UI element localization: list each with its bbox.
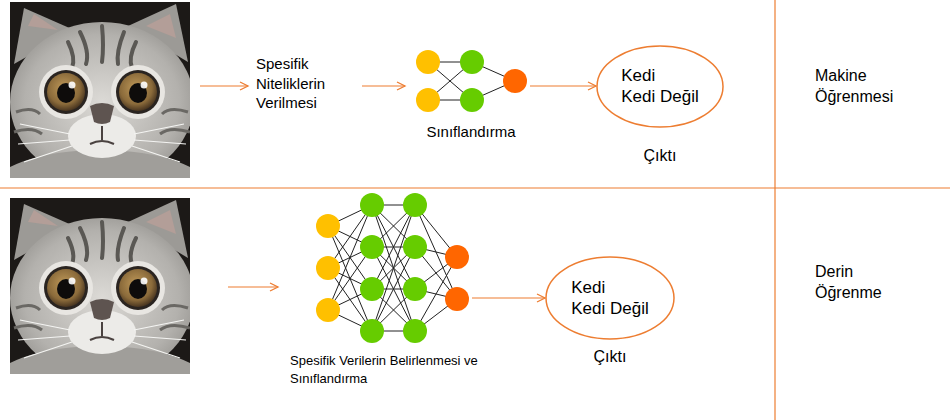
node-inner: KediKedi Değil [545,256,675,340]
flow-arrow [200,85,248,86]
flow-arrow [472,297,545,298]
output-ellipse: KediKedi DeğilÇıktı [545,256,675,340]
ellipse-outline [545,256,675,340]
input-neuron [316,298,340,322]
method-label: Derin Öğrenme [815,262,915,304]
ellipse-outline [546,257,674,339]
node-text-stack: KediKedi Değil [571,277,649,320]
node-caption: Çıktı [594,346,627,368]
hidden-neuron [403,277,427,301]
method-label: Spesifik Niteliklerin Verilmesi [256,54,356,113]
hidden-neuron [360,193,384,217]
hidden-neuron [460,88,484,112]
node-caption: Çıktı [644,145,677,167]
hidden-neuron [360,277,384,301]
cat-photo [0,198,210,420]
hidden-neuron [403,235,427,259]
hidden-neuron [403,193,427,217]
input-neuron [416,50,440,74]
node-text-stack: KediKedi Değil [621,65,699,108]
hidden-neuron [360,235,384,259]
node-inner [414,48,528,114]
network-block: Spesifik Verilerin Belirlenmesi ve Sınıf… [314,192,470,344]
network-wire [372,205,415,331]
flow-arrow [228,286,278,287]
network-wire [372,205,415,331]
divider-line [774,0,775,420]
node-caption: Sınıflandırma [426,122,515,142]
input-neuron [416,88,440,112]
flow-arrow [530,85,596,86]
flow-arrow [362,85,405,86]
hidden-neuron [360,319,384,343]
network-block: Sınıflandırma [414,48,528,114]
network-wires [328,62,515,331]
node-inner [314,192,470,344]
node-inner: KediKedi Değil [596,45,724,128]
output-neuron [503,69,527,93]
ellipse-outline [597,46,723,127]
node-text: Kedi [621,65,655,86]
hidden-neuron [403,319,427,343]
method-label: Makine Öğrenmesi [815,66,915,108]
cat-photo [0,2,210,230]
network-neurons [316,50,527,343]
node-text: Kedi Değil [571,298,649,319]
divider-line [0,187,950,188]
node-text: Kedi [571,277,605,298]
output-neuron [445,287,469,311]
input-neuron [316,256,340,280]
output-neuron [445,245,469,269]
output-ellipse: KediKedi DeğilÇıktı [596,45,724,128]
hidden-neuron [460,50,484,74]
node-text: Kedi Değil [621,86,699,107]
input-neuron [316,214,340,238]
ellipse-outline [596,45,724,128]
node-caption: Spesifik Verilerin Belirlenmesi ve Sınıf… [290,352,490,387]
